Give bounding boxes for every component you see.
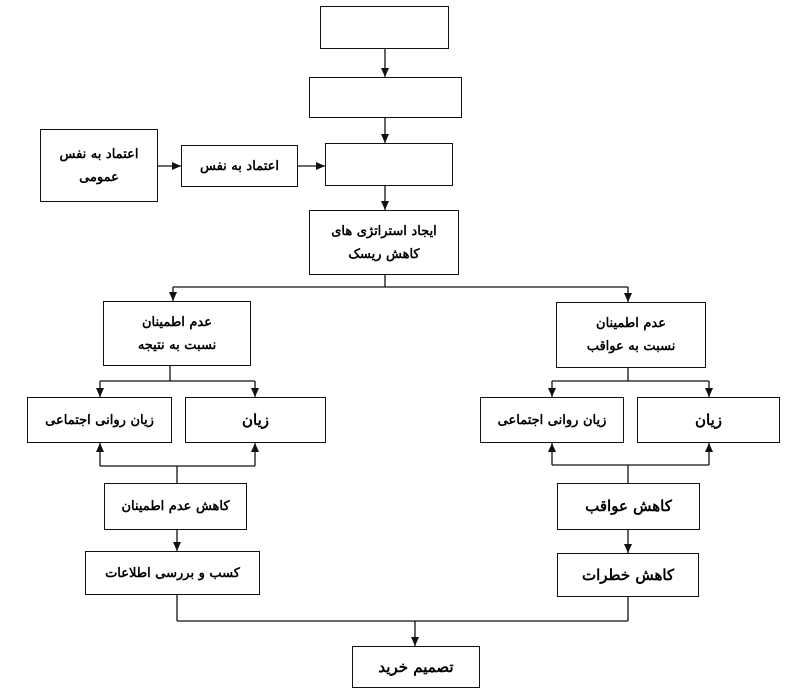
node-purchase-decision-line-1: تصمیم خرید	[378, 657, 454, 676]
node-reduce-risks-line-1: کاهش خطرات	[581, 565, 675, 584]
node-loss-right: زیان	[637, 397, 780, 443]
node-reduce-consequences-line-1: کاهش عواقب	[585, 497, 672, 515]
node-self-confidence-general: اعتماد به نفس عمومی	[40, 129, 158, 202]
second-box: -	[309, 77, 462, 118]
top-box: -	[320, 6, 449, 49]
node-risk-strategies-line-1: ایجاد استراتژی های	[331, 223, 437, 239]
node-loss-left-line-1: زیان	[242, 410, 270, 429]
third-box-line-1: -	[386, 157, 392, 172]
node-uncertainty-consequences-line-1: عدم اطمینان	[596, 316, 666, 331]
node-risk-strategies: ایجاد استراتژی های کاهش ریسک	[309, 210, 459, 275]
third-box: -	[325, 143, 453, 186]
node-purchase-decision: تصمیم خرید	[352, 646, 480, 688]
node-uncertainty-outcome-line-1: عدم اطمینان	[142, 314, 212, 330]
node-psychosocial-loss-left-line-1: زیان روانی اجتماعی	[45, 412, 154, 428]
node-reduce-uncertainty-line-1: کاهش عدم اطمینان	[121, 499, 230, 514]
node-psychosocial-loss-right-line-1: زیان روانی اجتماعی	[497, 412, 607, 428]
node-self-confidence-general-line-2: عمومی	[79, 169, 119, 185]
node-uncertainty-consequences: عدم اطمینان نسبت به عواقب	[556, 302, 706, 368]
node-info-gathering-line-1: کسب و بررسی اطلاعات	[105, 565, 240, 581]
node-uncertainty-consequences-line-2: نسبت به عواقب	[586, 339, 676, 354]
top-box-line-1: -	[381, 20, 388, 35]
node-uncertainty-outcome-line-2: نسبت به نتیجه	[137, 337, 217, 353]
node-reduce-risks: کاهش خطرات	[557, 553, 699, 597]
node-self-confidence: اعتماد به نفس	[181, 145, 298, 187]
node-self-confidence-line-1: اعتماد به نفس	[200, 158, 279, 174]
node-info-gathering: کسب و بررسی اطلاعات	[85, 551, 260, 595]
node-loss-left: زیان	[185, 397, 326, 443]
node-psychosocial-loss-left: زیان روانی اجتماعی	[27, 397, 172, 443]
node-reduce-consequences: کاهش عواقب	[557, 483, 700, 530]
node-self-confidence-general-line-1: اعتماد به نفس	[59, 146, 139, 162]
node-reduce-uncertainty: کاهش عدم اطمینان	[104, 483, 247, 530]
node-loss-right-line-1: زیان	[695, 410, 723, 429]
second-box-line-1: -	[382, 90, 389, 105]
node-risk-strategies-line-2: کاهش ریسک	[348, 246, 420, 262]
node-psychosocial-loss-right: زیان روانی اجتماعی	[480, 397, 624, 443]
node-uncertainty-outcome: عدم اطمینان نسبت به نتیجه	[103, 301, 251, 366]
